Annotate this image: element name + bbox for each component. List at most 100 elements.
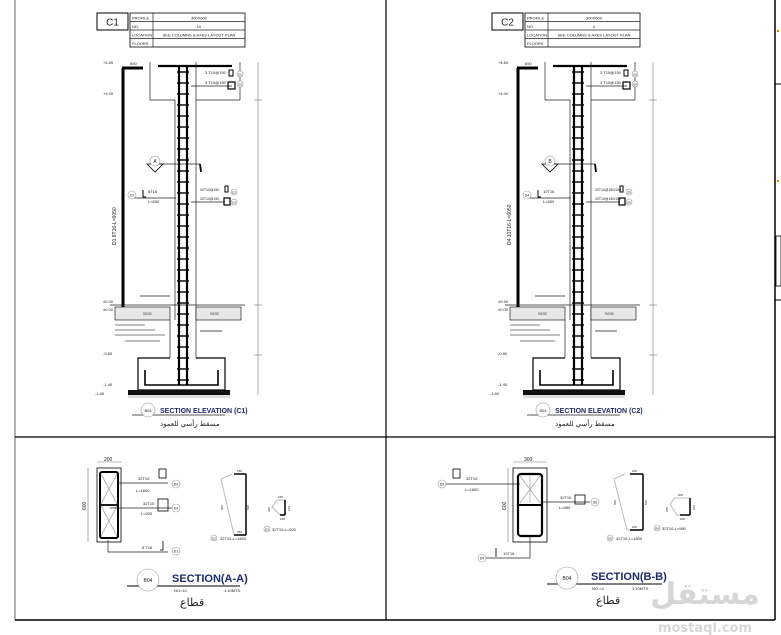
sog-label: SOG	[210, 311, 219, 316]
caption-scale: 1:10MTS.	[224, 588, 241, 593]
main-bar-detail: 650 D4 10T16-L=6050	[507, 61, 538, 312]
main-bars: 10T16	[503, 551, 515, 556]
location-label: LOCATION	[132, 33, 152, 38]
svg-text:D4: D4	[480, 557, 485, 561]
main-bars: 8 T16	[142, 545, 153, 550]
svg-text:150: 150	[280, 517, 285, 521]
no-label: NO.	[527, 24, 534, 29]
slab-on-grade: SOG SOG	[110, 295, 245, 342]
mostaql-watermark: مستقل mostaql.com	[650, 577, 760, 635]
level-text: -1.40	[498, 382, 508, 387]
shape-label: 32T10-L=920	[272, 527, 297, 532]
svg-text:150: 150	[237, 530, 242, 534]
caption-title: SECTION ELEVATION (C1)	[160, 408, 248, 415]
caption-count: NO.=4	[592, 586, 604, 591]
title-block: C1 PROFILE 300X600 NO. 10 LOCATION SEE C…	[96, 12, 246, 48]
dowel-bars: 10T16	[543, 189, 555, 194]
svg-text:D3: D3	[238, 83, 242, 87]
caption-ref: B04	[144, 408, 152, 413]
level-text: -0.80	[103, 351, 113, 356]
tie-length: L=1600	[465, 487, 479, 492]
level-text: ±0.30	[103, 299, 114, 304]
footing	[523, 320, 625, 398]
tie-bars: 32T10	[560, 495, 572, 500]
caption-arabic: قطاع	[596, 595, 620, 607]
level-marks: +4.60 +4.00 ±0.30 ±0.00 -0.80 -1.40 -1.6…	[490, 60, 509, 396]
no-label: NO.	[132, 24, 139, 29]
tie-length: L=1600	[136, 488, 150, 493]
caption-count: NO=10	[174, 588, 188, 593]
location-value: SEE COLUMNS & AXES LAYOUT PLAN	[163, 33, 236, 38]
main-bar-label: D4 10T16-L=6050	[507, 204, 513, 245]
svg-text:565: 565	[220, 505, 224, 510]
height-dimension: 600	[502, 501, 508, 510]
watermark-arabic: مستقل	[650, 577, 760, 612]
stirrup-label: 32T10@150	[200, 197, 219, 201]
tie-length: L=920	[141, 511, 153, 516]
column-elevation-c1: C1 PROFILE 300X600 NO. 10 LOCATION SEE C…	[95, 12, 262, 428]
slab-on-grade: SOG SOG	[505, 295, 640, 342]
no-value: 4	[593, 24, 596, 29]
svg-text:D6: D6	[627, 201, 631, 205]
svg-text:D6: D6	[593, 501, 598, 505]
floors-label: FLOORS	[132, 41, 149, 46]
profile-value: 300X600	[586, 16, 603, 21]
stirrup-callouts: 3 T10@150 3 T10@150 D2 D3 32T10@150 32T1…	[191, 69, 244, 206]
top-dimension: 650	[525, 61, 532, 66]
caption-title: SECTION ELEVATION (C2)	[555, 408, 643, 415]
shape-label: 32T10-L=980	[662, 526, 687, 531]
svg-text:345: 345	[267, 507, 271, 512]
section-mark-letter: B	[548, 159, 552, 165]
stirrup-label: 3 T10@150	[205, 80, 227, 85]
svg-text:520: 520	[644, 500, 648, 505]
svg-text:D6: D6	[633, 83, 637, 87]
main-bar-label: D1 8T16-L=6050	[112, 207, 118, 245]
title-strip	[775, 30, 781, 301]
dowel-callout: D1 8T16 L=650	[127, 189, 176, 204]
dowel-id: D1	[130, 194, 135, 198]
stirrup-label: 32T10@150	[200, 188, 219, 192]
location-label: LOCATION	[527, 33, 547, 38]
tie-bars: 32T10	[466, 476, 478, 481]
caption-title: SECTION(A-A)	[172, 573, 248, 585]
level-text: -1.40	[103, 382, 113, 387]
elevation-caption: B04 SECTION ELEVATION (C1) مسقط رأسي للع…	[132, 402, 248, 428]
svg-text:D2: D2	[238, 73, 242, 77]
dowel-callout: D4 10T16 L=650	[522, 189, 571, 204]
level-text: ±0.00	[498, 307, 509, 312]
profile-label: PROFILE	[132, 16, 149, 21]
level-text: +4.60	[498, 60, 509, 65]
level-text: ±0.00	[103, 307, 114, 312]
column-elevation-c2: C2 PROFILE 300X600 NO. 4 LOCATION SEE CO…	[490, 12, 657, 428]
svg-text:D5: D5	[608, 537, 612, 541]
column-tag: C1	[106, 18, 119, 29]
svg-text:D2: D2	[174, 483, 179, 487]
width-dimension: 200	[104, 457, 113, 463]
svg-text:D3: D3	[232, 201, 236, 205]
level-text: ±0.30	[498, 299, 509, 304]
footing	[128, 320, 230, 398]
svg-text:150: 150	[278, 495, 283, 499]
svg-text:210: 210	[692, 505, 696, 510]
level-text: -1.60	[95, 391, 105, 396]
stirrups	[572, 71, 584, 381]
stirrup-label: 3 T10@150	[205, 70, 227, 75]
svg-text:520: 520	[246, 505, 250, 510]
svg-text:D2: D2	[212, 537, 216, 541]
svg-text:D3: D3	[265, 528, 269, 532]
no-value: 10	[197, 24, 202, 29]
dowel-length: L=650	[148, 199, 160, 204]
svg-text:D5: D5	[627, 191, 631, 195]
main-bar-detail: 650 D1 8T16-L=6050	[112, 61, 143, 312]
svg-text:345: 345	[665, 507, 669, 512]
caption-arabic: قطاع	[180, 597, 204, 609]
caption-ref: B04	[563, 576, 572, 582]
sog-label: SOG	[605, 311, 614, 316]
tie-bars: 32T10	[143, 501, 155, 506]
dowel-bars: 8T16	[148, 189, 158, 194]
column-tag: C2	[501, 18, 514, 29]
svg-text:D3: D3	[174, 507, 179, 511]
tie-length: L=980	[559, 505, 571, 510]
shape-label: 32T10-L=1600	[616, 536, 643, 541]
